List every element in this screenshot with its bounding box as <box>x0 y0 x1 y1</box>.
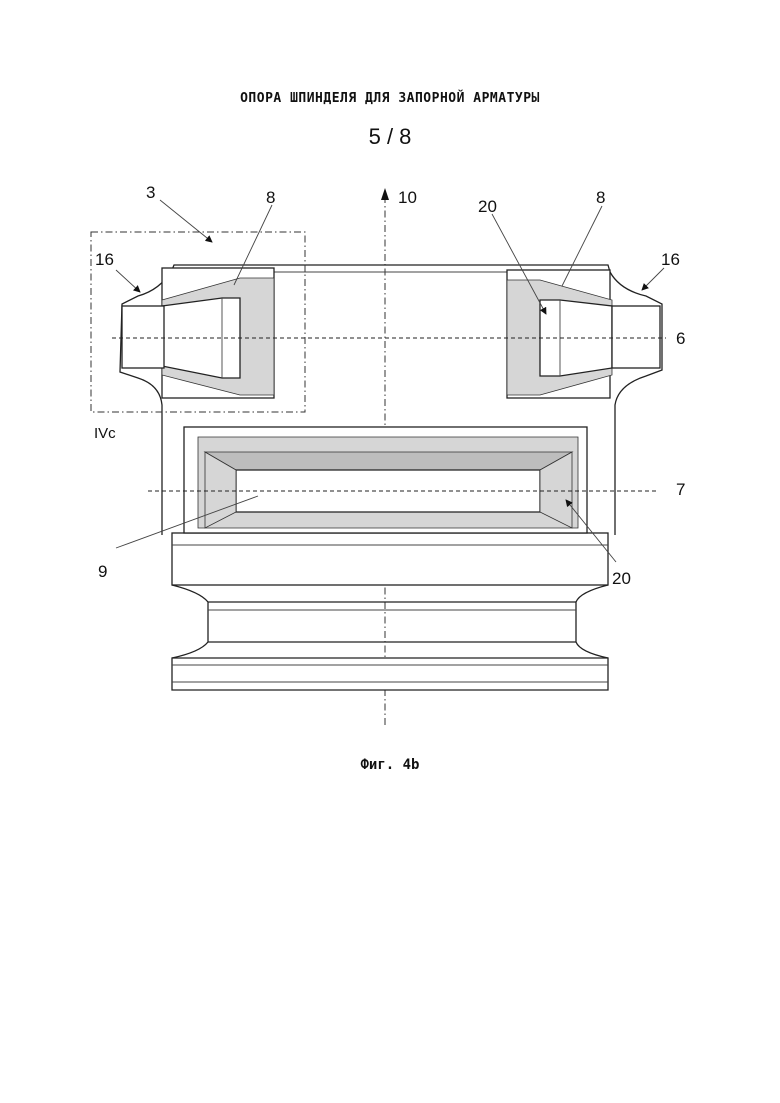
central-window-9 <box>183 426 588 534</box>
detail-ivc-frame <box>90 231 306 413</box>
label-8-right: 8 <box>596 188 605 207</box>
sheet-number: 5 / 8 <box>368 124 412 149</box>
label-20-bottom: 20 <box>612 569 631 588</box>
right-bore-8 <box>506 269 661 399</box>
label-7: 7 <box>676 480 685 499</box>
label-20-top: 20 <box>478 197 497 216</box>
label-8-left: 8 <box>266 188 275 207</box>
label-3: 3 <box>146 183 155 202</box>
leader-lines <box>115 199 665 563</box>
label-9: 9 <box>98 562 107 581</box>
label-16-right: 16 <box>661 250 680 269</box>
label-ivc: IVc <box>94 425 116 442</box>
spindle-support-body <box>119 264 663 691</box>
label-6: 6 <box>676 329 685 348</box>
label-16-left: 16 <box>95 250 114 269</box>
figure-caption: Фиг. 4b <box>360 757 420 773</box>
left-bore-8 <box>121 267 275 399</box>
page-title: ОПОРА ШПИНДЕЛЯ ДЛЯ ЗАПОРНОЙ АРМАТУРЫ <box>240 91 540 106</box>
label-10: 10 <box>398 188 417 207</box>
axis-10-arrowhead <box>381 188 389 200</box>
